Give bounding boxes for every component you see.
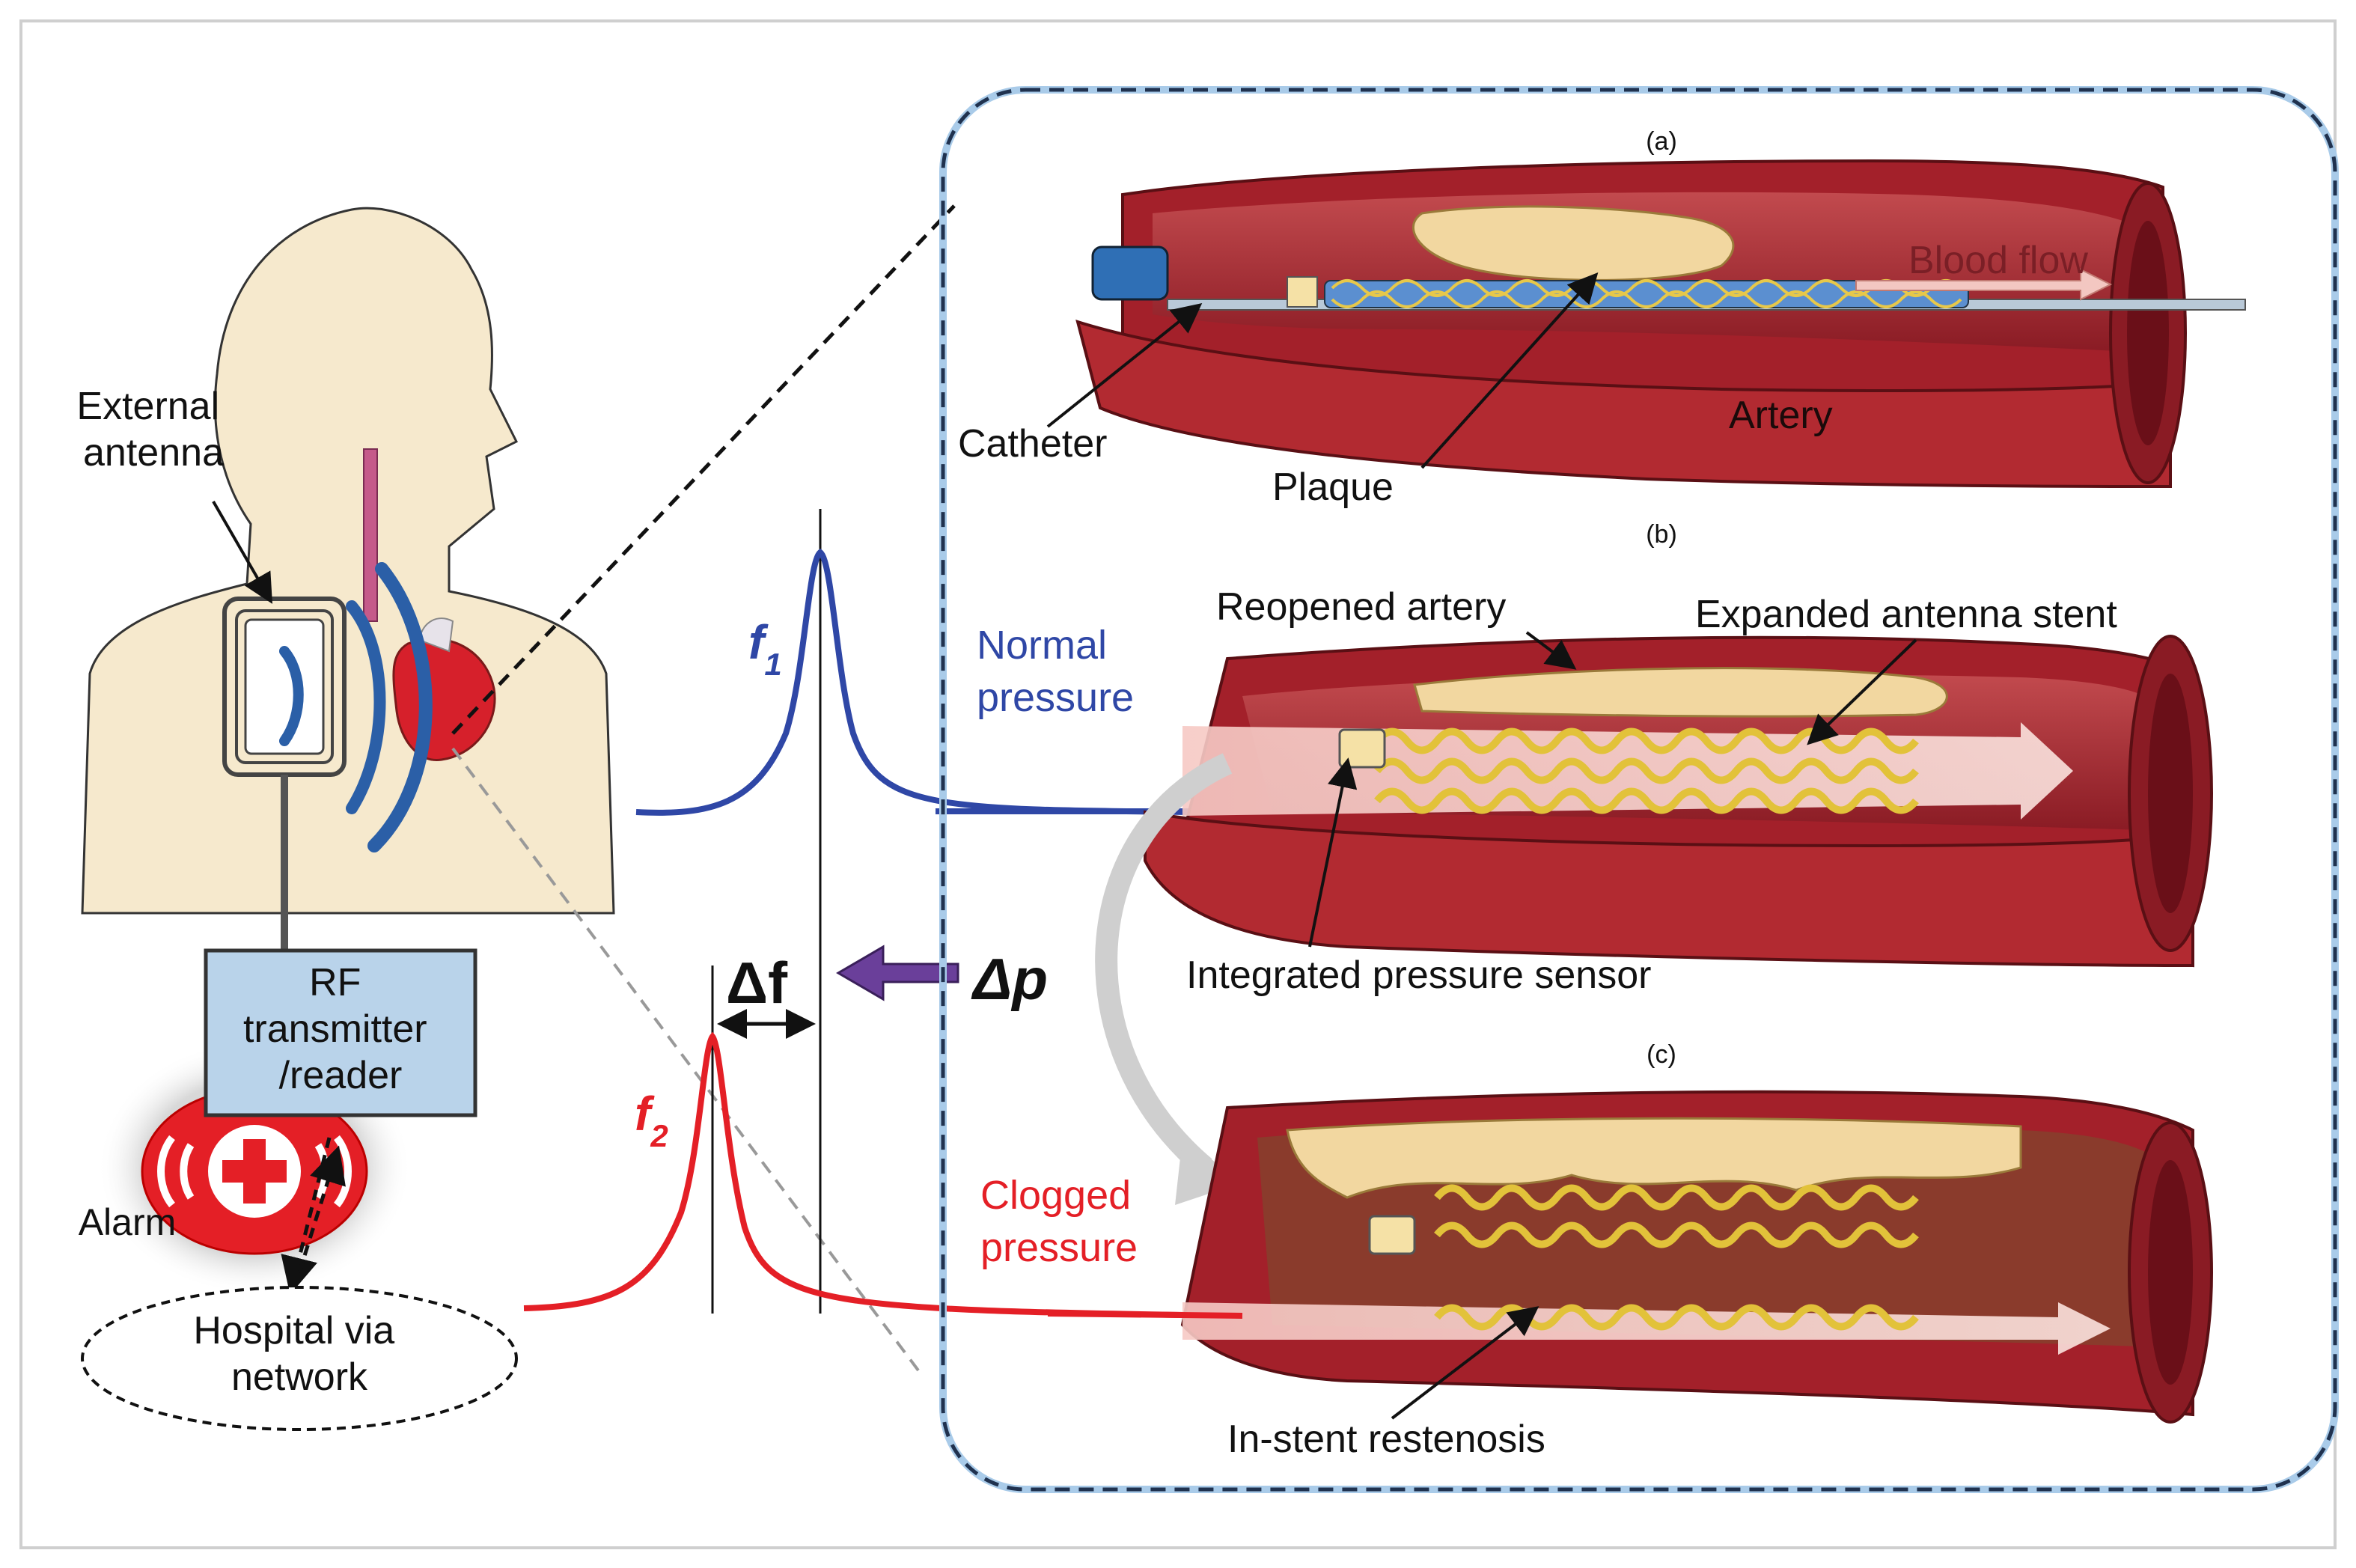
clogged-pressure-curve — [523, 1031, 1236, 1319]
transition-arrow — [1095, 753, 1233, 1177]
pressure-sensor-label: Integrated pressure sensor — [1186, 954, 1651, 997]
hospital-label: Hospital via network — [193, 1309, 405, 1399]
expanded-stent-label: Expanded antenna stent — [1695, 593, 2117, 636]
catheter-pointer — [1046, 303, 1203, 428]
external-antenna-pointer — [212, 501, 272, 604]
svg-text:RF transmitter /re: RF transmitter /reader — [243, 961, 438, 1097]
reopened-artery-label: Reopened artery — [1216, 585, 1506, 629]
external-antenna-label: External antenna — [76, 385, 230, 475]
f2-label: f2 — [635, 1087, 668, 1153]
normal-pressure-label: Normal pressure — [977, 623, 1134, 720]
normal-pressure-curve — [635, 548, 1198, 816]
zoom-line-lower — [451, 747, 922, 1375]
plaque-c-top — [1286, 1117, 2022, 1199]
restenosis-pointer — [1391, 1306, 1539, 1420]
restenosis-label: In-stent restenosis — [1227, 1418, 1545, 1461]
delta-p-label: Δp — [971, 946, 1048, 1012]
external-antenna-icon — [222, 562, 433, 852]
plaque-pointer — [1420, 272, 1599, 469]
f1-label: f1 — [748, 615, 782, 682]
carotid-vessel — [363, 448, 378, 622]
plaque-label: Plaque — [1272, 466, 1394, 509]
artery-c — [1180, 1090, 2213, 1424]
expanded-stent-pointer — [1807, 638, 1917, 745]
plaque-a — [1412, 205, 1735, 281]
artery-b — [1144, 635, 2213, 968]
delta-f-label: Δf — [726, 950, 788, 1016]
rf-transmitter-box: RF transmitter /reader — [204, 948, 477, 1117]
zoom-line-upper — [451, 204, 956, 735]
plaque-b — [1413, 667, 1948, 718]
clogged-pressure-label: Clogged pressure — [980, 1173, 1142, 1270]
clogged-pressure-link — [1047, 1311, 1243, 1319]
blood-flow-label: Blood flow — [1908, 239, 2088, 282]
panel-a-label: (a) — [1646, 127, 1677, 156]
reopened-artery-pointer — [1525, 631, 1577, 670]
artery-label: Artery — [1729, 394, 1833, 437]
hospital-node — [81, 1286, 518, 1431]
pressure-sensor-chip — [1338, 728, 1386, 769]
pressure-sensor-pointer — [1308, 757, 1358, 948]
panel-b-label: (b) — [1646, 520, 1677, 549]
blood-flow-arrow — [1855, 268, 2113, 301]
panel-c-label: (c) — [1647, 1040, 1676, 1069]
artery-a — [1075, 159, 2246, 489]
catheter-label: Catheter — [958, 422, 1107, 466]
alarm-label: Alarm — [79, 1201, 177, 1243]
